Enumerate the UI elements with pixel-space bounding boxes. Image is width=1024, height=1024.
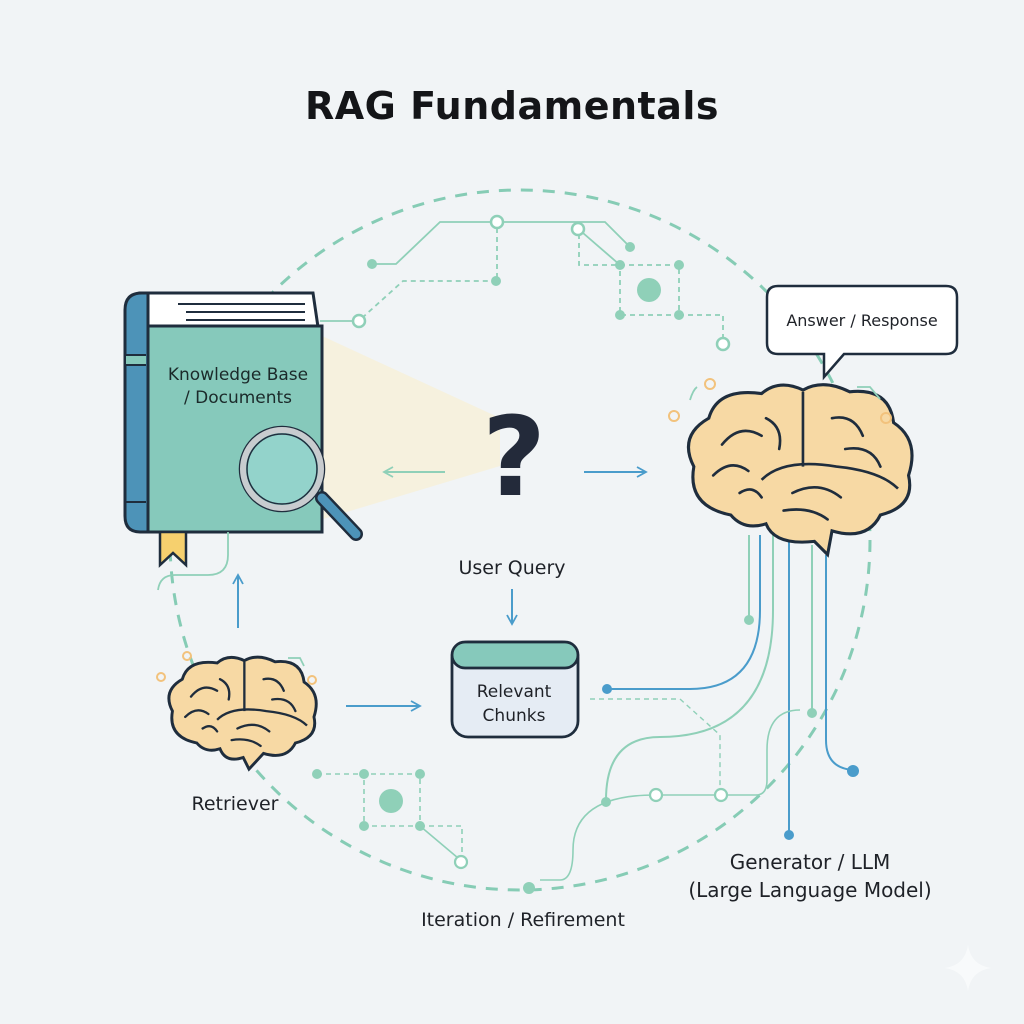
database-cylinder-icon	[450, 640, 580, 739]
retriever-sparkles	[156, 651, 317, 685]
knowledge-base-label-line2: / Documents	[183, 388, 293, 408]
generator-brain-icon	[686, 383, 914, 558]
retriever-label: Retriever	[191, 793, 279, 815]
kb-connector	[157, 532, 229, 591]
iteration-label: Iteration / Refirement	[421, 909, 625, 931]
generator-sparkles	[668, 378, 892, 424]
page-title: RAG Fundamentals	[305, 84, 719, 128]
iteration-cycle-ring	[168, 188, 872, 892]
generator-label-line2: (Large Language Model)	[688, 878, 932, 902]
answer-response-label: Answer / Response	[786, 311, 938, 330]
generator-circuit-traces	[540, 535, 854, 881]
question-mark-icon: ?	[482, 393, 546, 521]
magnifier-icon	[238, 425, 363, 541]
search-beam	[320, 335, 500, 520]
user-query-label: User Query	[458, 557, 566, 579]
top-circuit-traces	[320, 221, 724, 340]
generator-label-line1: Generator / LLM	[729, 850, 891, 874]
retriever-brain-icon	[167, 655, 318, 772]
retriever-circuit	[312, 769, 469, 870]
relevant-chunks-line2: Chunks	[482, 706, 546, 726]
top-circuit-nodes	[351, 214, 731, 352]
knowledge-base-label: Knowledge Base / Documents	[148, 364, 328, 410]
bookmark-icon	[158, 530, 188, 568]
generator-label: Generator / LLM (Large Language Model)	[670, 848, 950, 904]
relevant-chunks-label: Relevant Chunks	[455, 680, 573, 728]
sparkle-icon	[945, 945, 991, 991]
relevant-chunks-line1: Relevant	[476, 682, 552, 702]
speech-bubble-icon	[765, 284, 959, 381]
generator-circuit-nodes	[523, 615, 859, 894]
knowledge-base-label-line1: Knowledge Base	[167, 365, 309, 385]
